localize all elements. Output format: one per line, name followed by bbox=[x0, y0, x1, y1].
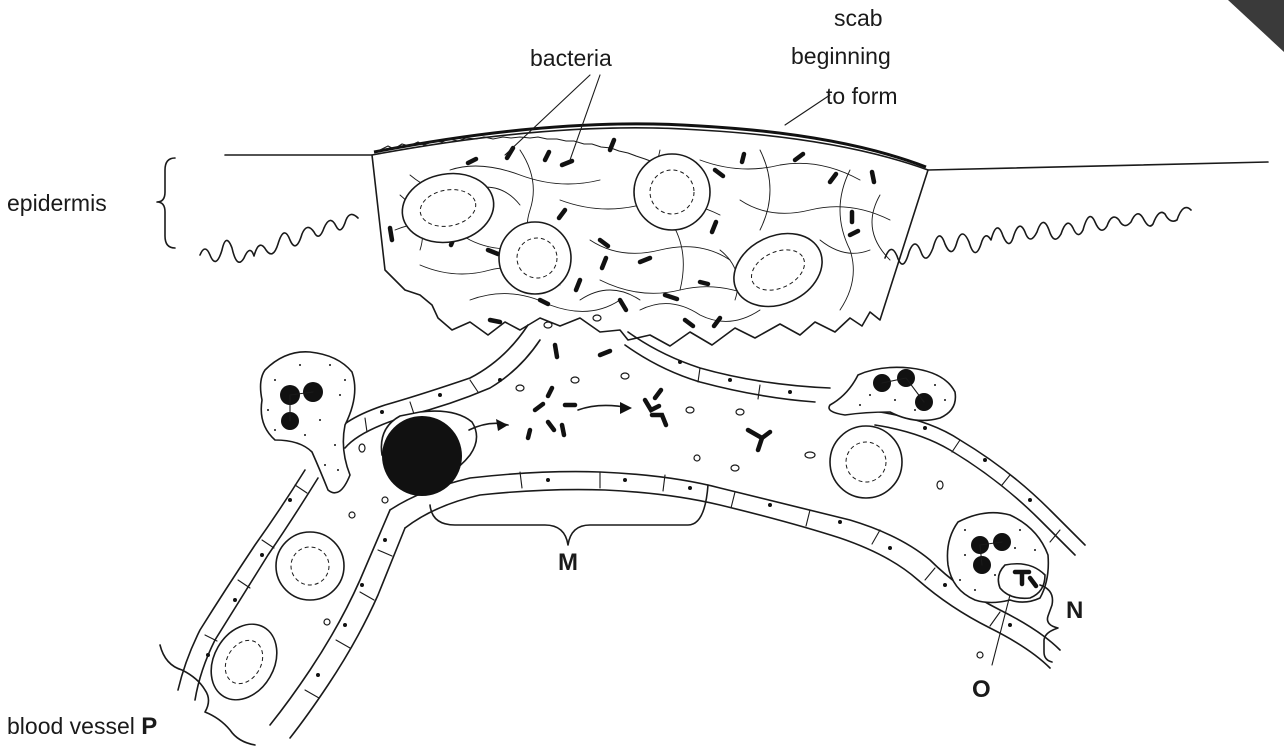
epidermis-lower-border-left bbox=[200, 214, 358, 262]
phagocyte-right bbox=[829, 367, 955, 420]
phagocyte-left bbox=[261, 352, 355, 493]
red-blood-cells-scab bbox=[397, 154, 834, 320]
label-p: P bbox=[141, 713, 157, 740]
lymphocyte bbox=[381, 411, 508, 496]
page-corner-shadow bbox=[1228, 0, 1284, 52]
label-m: M bbox=[558, 549, 578, 576]
label-bacteria: bacteria bbox=[530, 45, 612, 71]
label-blood-vessel: blood vessel P bbox=[7, 713, 157, 740]
label-scab-line-1: scab bbox=[834, 5, 883, 31]
scab-pointer bbox=[785, 95, 830, 125]
bacteria-pointer-2 bbox=[570, 75, 600, 160]
epidermis-bracket bbox=[157, 158, 175, 248]
label-epidermis: epidermis bbox=[7, 190, 107, 216]
n-bracket bbox=[1040, 585, 1058, 662]
skin-surface-right bbox=[928, 162, 1268, 170]
label-o: O bbox=[972, 676, 991, 703]
label-scab-line-3: to form bbox=[826, 83, 898, 109]
label-blood-vessel-text: blood vessel bbox=[7, 713, 141, 739]
bacteria-pointer-1 bbox=[505, 75, 590, 155]
epidermis-lower-border-right bbox=[885, 208, 1191, 265]
red-blood-cells-vessel bbox=[198, 426, 902, 712]
label-n: N bbox=[1066, 597, 1083, 624]
antibody-bacteria-clump bbox=[528, 388, 770, 450]
m-bracket bbox=[430, 485, 708, 545]
label-scab-line-2: beginning bbox=[791, 43, 891, 69]
phagocyte-engulfing-o bbox=[947, 513, 1048, 603]
